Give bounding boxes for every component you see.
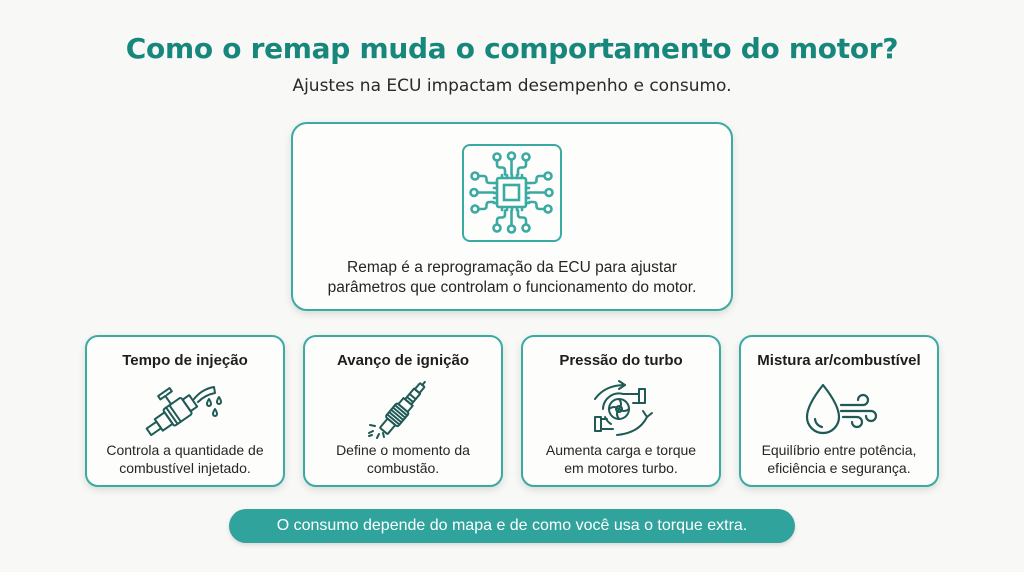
card-description-line1: Controla a quantidade de	[106, 442, 264, 458]
card-description-line2: eficiência e segurança.	[767, 460, 911, 476]
card-description-line1: Aumenta carga e torque	[545, 442, 697, 458]
card-description: Controla a quantidade de combustível inj…	[87, 441, 283, 477]
ecu-chip-icon	[462, 144, 562, 242]
card-title: Mistura ar/combustível	[757, 352, 921, 369]
remap-definition-card: Remap é a reprogramação da ECU para ajus…	[291, 122, 733, 311]
card-air-fuel-mixture: Mistura ar/combustível Equilíbrio entre …	[739, 335, 939, 487]
card-description-line2: em motores turbo.	[564, 460, 678, 476]
turbo-icon	[581, 377, 661, 444]
fuel-injector-icon	[139, 377, 231, 444]
card-ignition-advance: Avanço de ignição Define o momento da co…	[303, 335, 503, 487]
card-turbo-pressure: Pressão do turbo Aumenta carga e torque …	[521, 335, 721, 487]
card-description-line1: Define o momento da	[336, 442, 470, 458]
card-description-line2: combustível injetado.	[119, 460, 251, 476]
spark-plug-icon	[363, 377, 443, 444]
card-injection-timing: Tempo de injeção Controla a quantidade d…	[85, 335, 285, 487]
card-description-line2: combustão.	[366, 460, 440, 476]
card-title: Avanço de ignição	[337, 352, 469, 369]
drop-wind-icon	[797, 377, 881, 444]
card-title: Pressão do turbo	[559, 352, 683, 369]
remap-definition-text: Remap é a reprogramação da ECU para ajus…	[293, 258, 731, 298]
consumption-note-banner: O consumo depende do mapa e de como você…	[229, 509, 795, 543]
page-title: Como o remap muda o comportamento do mot…	[125, 32, 899, 65]
remap-definition-line1: Remap é a reprogramação da ECU para ajus…	[347, 259, 677, 276]
card-description: Equilíbrio entre potência, eficiência e …	[741, 441, 937, 477]
card-title: Tempo de injeção	[122, 352, 248, 369]
remap-definition-line2: parâmetros que controlam o funcionamento…	[327, 279, 697, 296]
page-subtitle: Ajustes na ECU impactam desempenho e con…	[292, 76, 732, 96]
card-description: Aumenta carga e torque em motores turbo.	[523, 441, 719, 477]
card-description-line1: Equilíbrio entre potência,	[761, 442, 917, 458]
card-description: Define o momento da combustão.	[305, 441, 501, 477]
